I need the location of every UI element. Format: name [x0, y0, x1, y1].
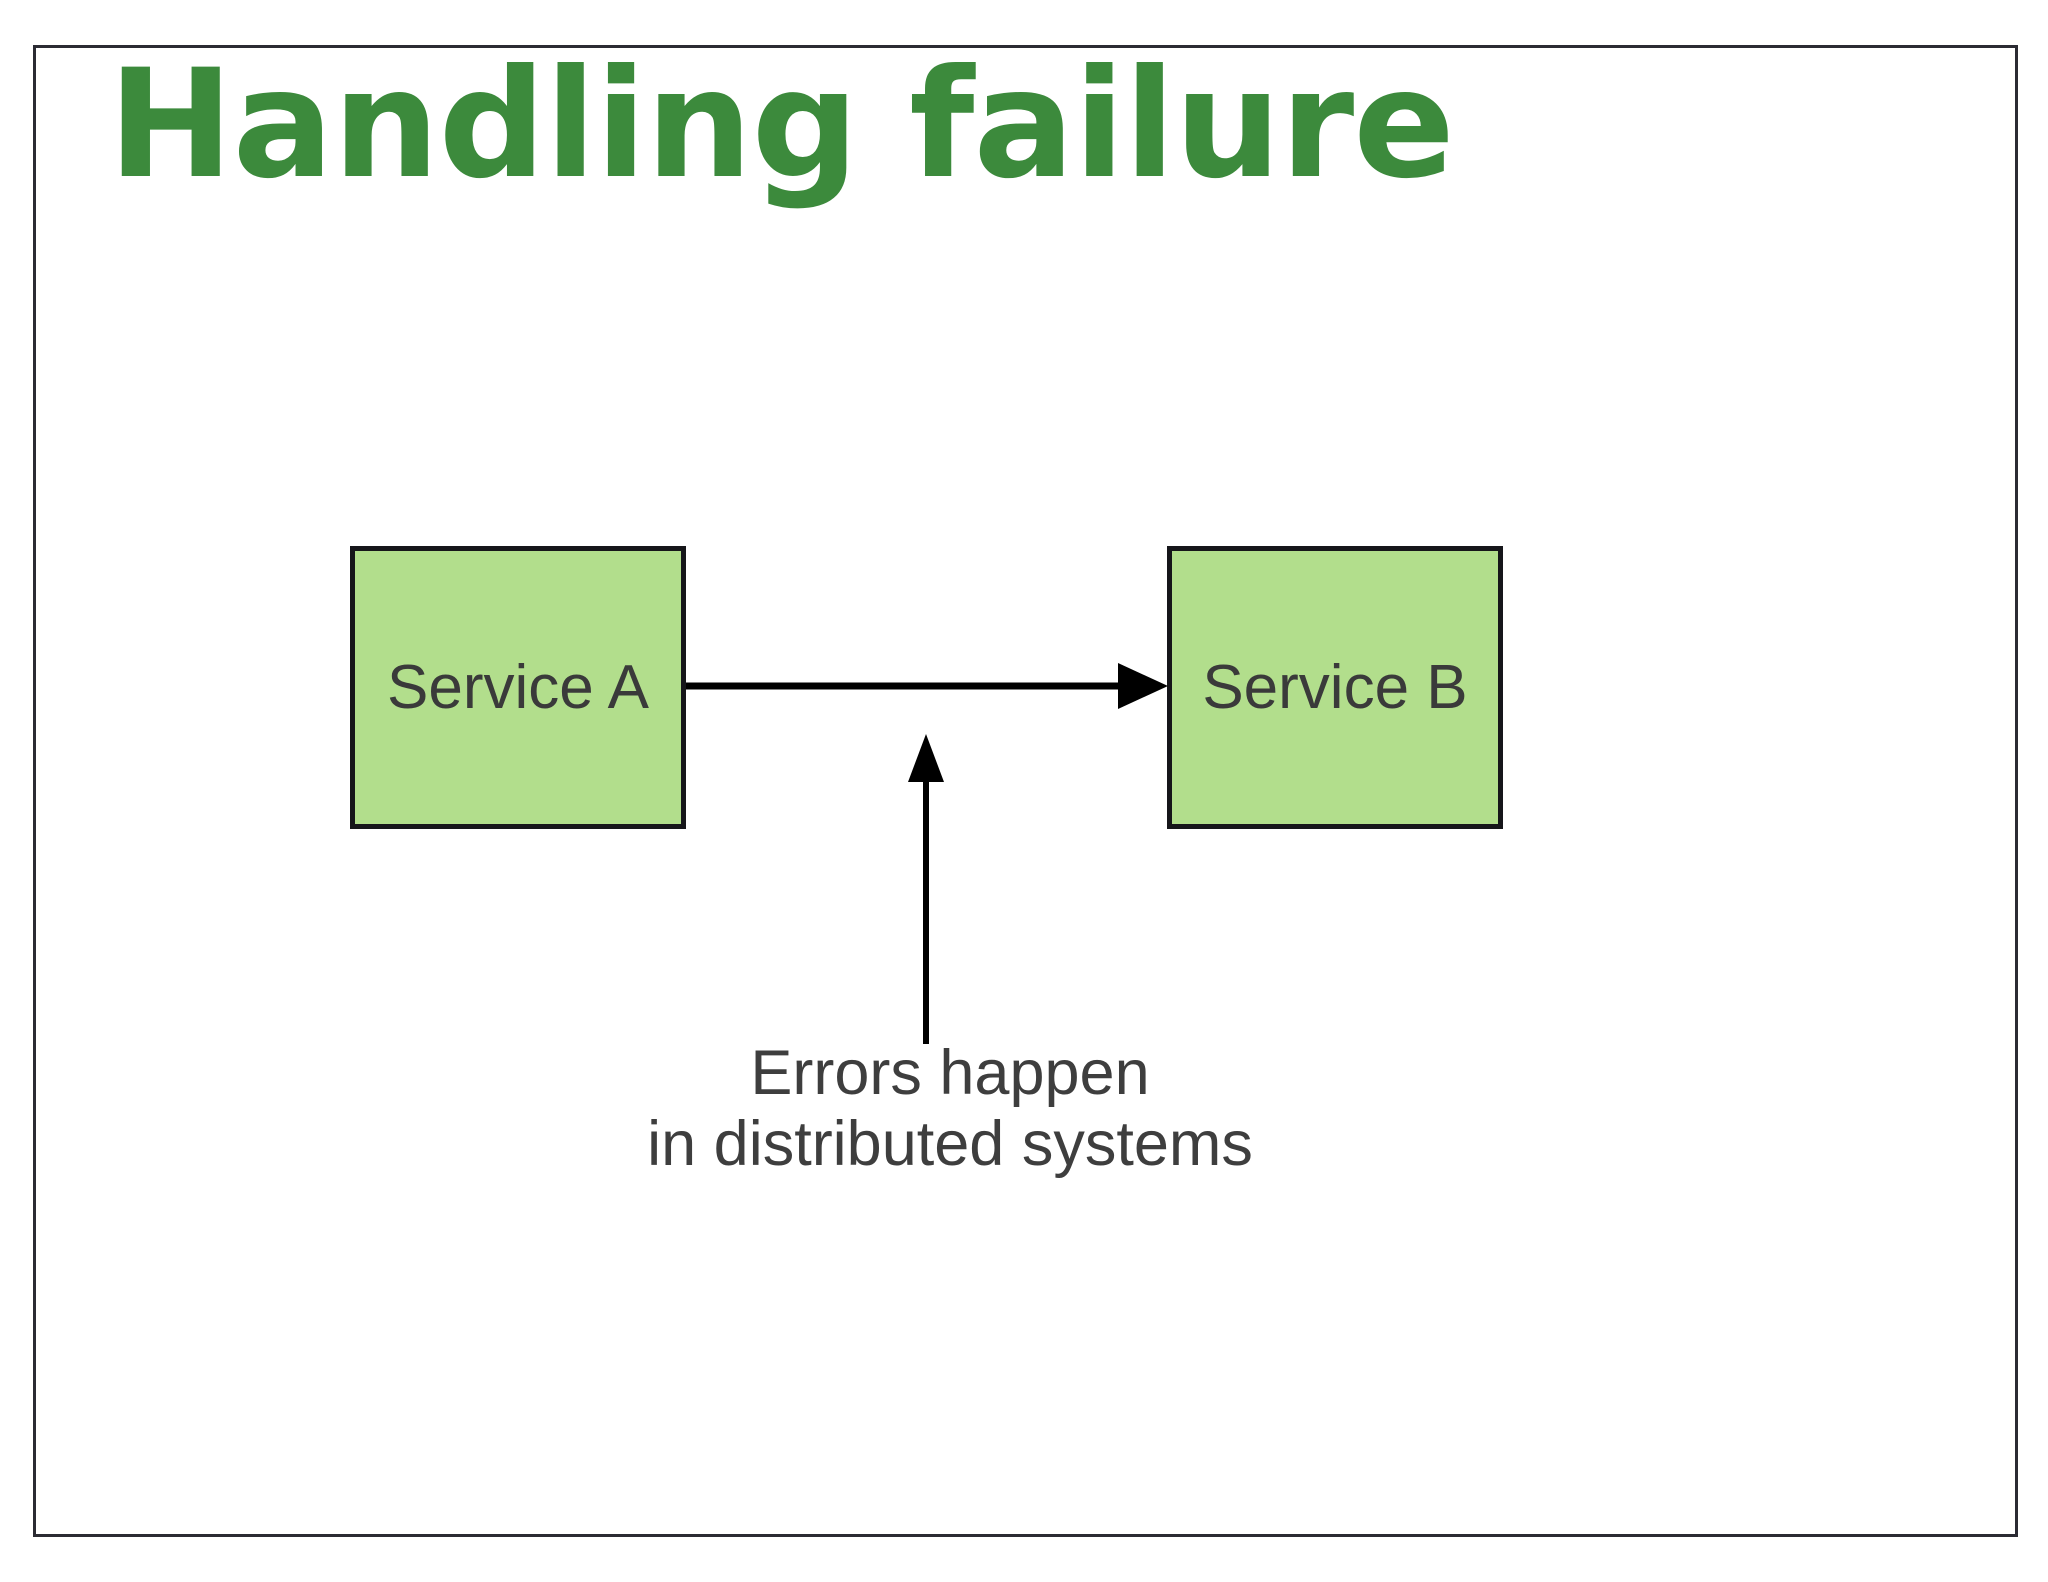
arrow-service-a-to-service-b	[686, 663, 1168, 709]
annotation-caption: Errors happen in distributed systems	[600, 1038, 1300, 1179]
arrowhead-right-icon	[1118, 663, 1168, 709]
page-title: Handling failure	[108, 38, 1455, 212]
service-b-node[interactable]: Service B	[1167, 546, 1503, 829]
arrowhead-up-icon	[908, 734, 944, 782]
service-a-label: Service A	[387, 653, 649, 722]
annotation-line-2: in distributed systems	[647, 1108, 1253, 1179]
arrow-annotation-pointer	[908, 734, 944, 1044]
service-a-node[interactable]: Service A	[350, 546, 686, 829]
annotation-line-1: Errors happen	[750, 1038, 1150, 1108]
service-b-label: Service B	[1202, 653, 1468, 722]
